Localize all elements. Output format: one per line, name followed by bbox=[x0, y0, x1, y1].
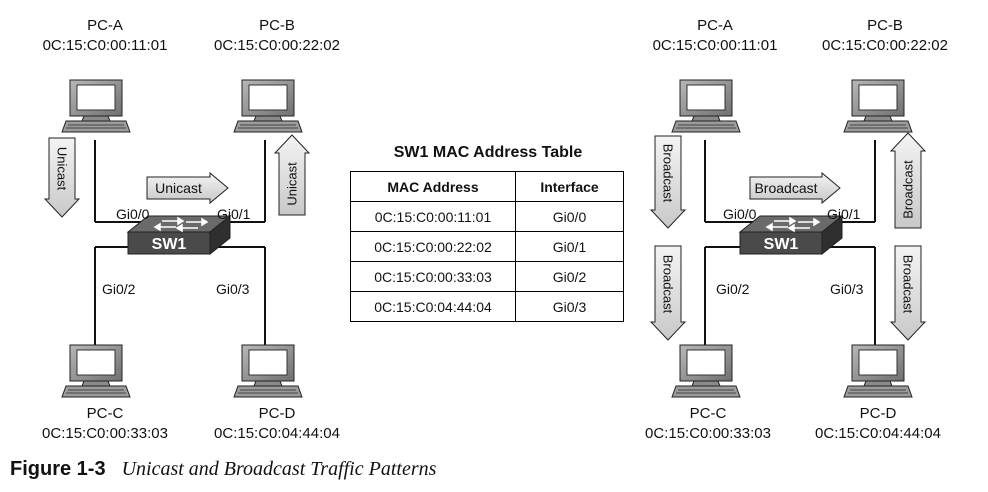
table-row: 0C:15:C0:00:22:02 Gi0/1 bbox=[350, 231, 624, 262]
pc-c-icon bbox=[61, 344, 131, 398]
right-pc-a-mac: 0C:15:C0:00:11:01 bbox=[652, 37, 778, 54]
header-interface: Interface bbox=[515, 171, 624, 202]
left-pc-c-mac: 0C:15:C0:00:33:03 bbox=[42, 425, 168, 442]
right-pc-d-name: PC-D bbox=[859, 405, 897, 422]
table-cell-interface: Gi0/2 bbox=[515, 261, 624, 292]
switch-label: SW1 bbox=[764, 236, 799, 253]
mac-address-table: MAC Address Interface 0C:15:C0:00:11:01 … bbox=[350, 171, 624, 322]
arrow-label: Broadcast bbox=[661, 144, 676, 203]
pc-a-icon bbox=[61, 79, 131, 133]
figure-caption: Figure 1-3 Unicast and Broadcast Traffic … bbox=[10, 458, 436, 481]
right-pc-b-name: PC-B bbox=[867, 17, 903, 34]
right-pc-c-name: PC-C bbox=[689, 405, 727, 422]
table-cell-mac: 0C:15:C0:00:33:03 bbox=[350, 261, 516, 292]
arrow-label: Broadcast bbox=[901, 160, 916, 219]
right-pc-b-mac: 0C:15:C0:00:22:02 bbox=[822, 37, 948, 54]
table-cell-mac: 0C:15:C0:00:11:01 bbox=[350, 201, 516, 232]
header-mac-address: MAC Address bbox=[350, 171, 516, 202]
arrow-label: Unicast bbox=[285, 162, 300, 206]
left-pc-b-name: PC-B bbox=[259, 17, 295, 34]
table-cell-mac: 0C:15:C0:00:22:02 bbox=[350, 231, 516, 262]
unicast-arrow-up: Unicast bbox=[273, 134, 311, 216]
port-label-gi0-2: Gi0/2 bbox=[716, 281, 750, 297]
pc-b-icon bbox=[843, 79, 913, 133]
pc-d-icon bbox=[233, 344, 303, 398]
arrow-label: Unicast bbox=[55, 147, 70, 191]
pc-a-icon bbox=[671, 79, 741, 133]
right-pc-c-mac: 0C:15:C0:00:33:03 bbox=[645, 425, 771, 442]
port-label-gi0-1: Gi0/1 bbox=[217, 206, 251, 222]
port-label-gi0-0: Gi0/0 bbox=[723, 206, 757, 222]
port-label-gi0-0: Gi0/0 bbox=[116, 206, 150, 222]
right-pc-a-name: PC-A bbox=[697, 17, 733, 34]
table-row: 0C:15:C0:00:33:03 Gi0/2 bbox=[350, 261, 624, 292]
left-pc-d-name: PC-D bbox=[258, 405, 296, 422]
right-pc-d-mac: 0C:15:C0:04:44:04 bbox=[815, 425, 941, 442]
left-pc-c-name: PC-C bbox=[86, 405, 124, 422]
port-label-gi0-3: Gi0/3 bbox=[830, 281, 864, 297]
table-row: 0C:15:C0:00:11:01 Gi0/0 bbox=[350, 201, 624, 232]
left-pc-b-mac: 0C:15:C0:00:22:02 bbox=[214, 37, 340, 54]
port-label-gi0-1: Gi0/1 bbox=[827, 206, 861, 222]
arrow-label: Broadcast bbox=[661, 255, 676, 314]
table-cell-interface: Gi0/3 bbox=[515, 291, 624, 322]
unicast-arrow-down: Unicast bbox=[43, 137, 81, 218]
table-cell-interface: Gi0/0 bbox=[515, 201, 624, 232]
left-pc-a-mac: 0C:15:C0:00:11:01 bbox=[42, 37, 168, 54]
arrow-label: Broadcast bbox=[901, 255, 916, 314]
switch-sw1-left: SW1 bbox=[127, 215, 231, 255]
pc-d-icon bbox=[843, 344, 913, 398]
arrow-label: Unicast bbox=[155, 180, 202, 196]
mac-table-title: SW1 MAC Address Table bbox=[393, 144, 583, 161]
port-label-gi0-3: Gi0/3 bbox=[216, 281, 250, 297]
table-cell-mac: 0C:15:C0:04:44:04 bbox=[350, 291, 516, 322]
arrow-label: Broadcast bbox=[754, 180, 817, 196]
broadcast-arrow-down-pc-a: Broadcast bbox=[649, 135, 687, 229]
table-header-row: MAC Address Interface bbox=[350, 171, 624, 202]
port-label-gi0-2: Gi0/2 bbox=[102, 281, 136, 297]
left-pc-a-name: PC-A bbox=[87, 17, 123, 34]
figure-number: Figure 1-3 bbox=[10, 458, 106, 480]
unicast-arrow-right: Unicast bbox=[146, 171, 229, 205]
figure-title: Unicast and Broadcast Traffic Patterns bbox=[121, 458, 437, 480]
broadcast-arrow-down-pc-c: Broadcast bbox=[649, 245, 687, 341]
broadcast-arrow-down-pc-d: Broadcast bbox=[889, 245, 927, 341]
broadcast-arrow-up-pc-b: Broadcast bbox=[889, 132, 927, 229]
left-pc-d-mac: 0C:15:C0:04:44:04 bbox=[214, 425, 340, 442]
pc-b-icon bbox=[233, 79, 303, 133]
switch-sw1-right: SW1 bbox=[739, 215, 843, 255]
broadcast-arrow-right: Broadcast bbox=[749, 171, 841, 205]
table-row: 0C:15:C0:04:44:04 Gi0/3 bbox=[350, 291, 624, 322]
table-cell-interface: Gi0/1 bbox=[515, 231, 624, 262]
pc-c-icon bbox=[671, 344, 741, 398]
switch-label: SW1 bbox=[152, 236, 187, 253]
